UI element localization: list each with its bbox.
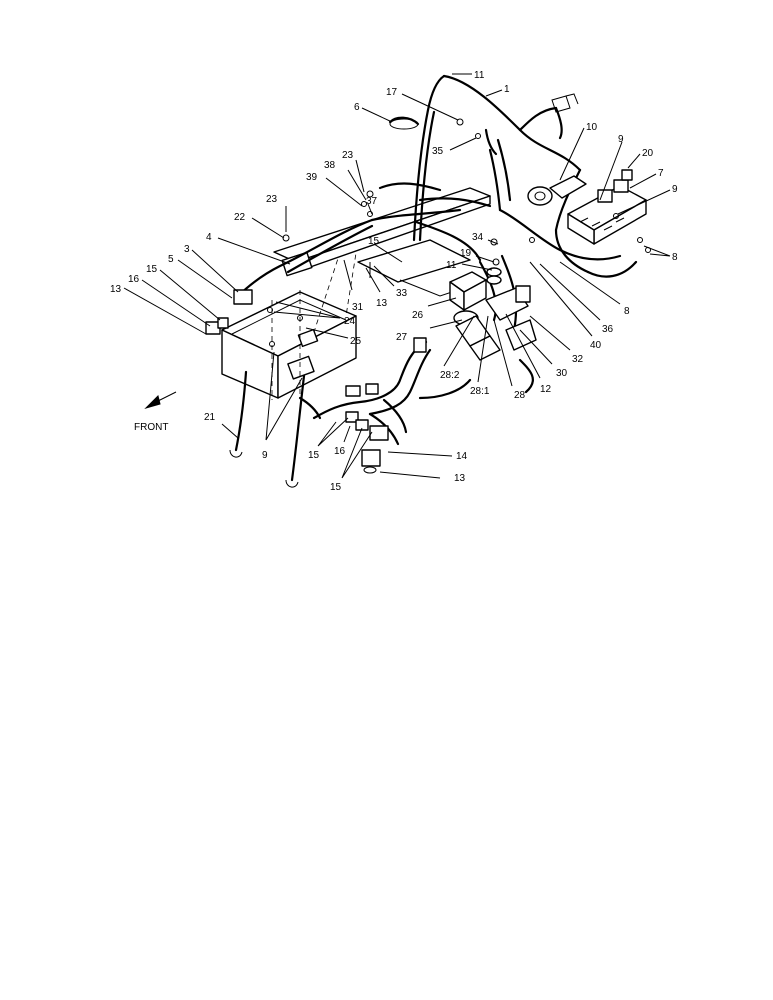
callout-15: 15 (308, 450, 320, 461)
callout-35: 35 (432, 146, 444, 157)
front-arrow: FRONT (134, 391, 177, 433)
callout-26: 26 (412, 310, 424, 321)
center-components (413, 267, 537, 361)
front-connectors (205, 289, 389, 474)
callout-8: 8 (624, 306, 630, 317)
callout-21: 21 (204, 412, 216, 423)
callout-17: 17 (386, 87, 398, 98)
callout-39: 39 (306, 172, 318, 183)
circuit-breaker-10 (527, 175, 587, 206)
callout-13: 13 (454, 473, 466, 484)
callout-36: 36 (602, 324, 614, 335)
callout-7: 7 (658, 168, 664, 179)
callout-15: 15 (146, 264, 158, 275)
callout-30: 30 (556, 368, 568, 379)
callout-1: 1 (504, 84, 510, 95)
callout-10: 10 (586, 122, 598, 133)
callout-9: 9 (672, 184, 678, 195)
callout-31: 31 (352, 302, 364, 313)
callout-11: 11 (446, 260, 457, 271)
fuse-relay-block (567, 169, 647, 245)
callout-33: 33 (396, 288, 408, 299)
callout-3: 3 (184, 244, 190, 255)
callout-22: 22 (234, 212, 246, 223)
callout-8: 8 (672, 252, 678, 263)
callout-9: 9 (262, 450, 268, 461)
leader-lines (123, 73, 671, 479)
callout-15: 15 (330, 482, 342, 493)
callout-11: 11 (474, 70, 485, 81)
front-label: FRONT (134, 422, 168, 433)
callout-27: 27 (396, 332, 408, 343)
callout-23: 23 (342, 150, 354, 161)
callout-37: 37 (366, 196, 378, 207)
callout-19: 19 (460, 248, 472, 259)
callout-6: 6 (354, 102, 360, 113)
callout-28-2: 28:2 (440, 370, 460, 381)
callout-15: 15 (368, 236, 380, 247)
callout-32: 32 (572, 354, 584, 365)
callout-9: 9 (618, 134, 624, 145)
callout-16: 16 (128, 274, 140, 285)
callout-25: 25 (350, 336, 362, 347)
callout-14: 14 (456, 451, 468, 462)
callout-16: 16 (334, 446, 346, 457)
callout-28: 28 (514, 390, 526, 401)
callout-4: 4 (206, 232, 212, 243)
callout-13: 13 (376, 298, 388, 309)
callout-12: 12 (540, 384, 552, 395)
callout-20: 20 (642, 148, 654, 159)
ground-cables (229, 370, 306, 488)
callout-28-1: 28:1 (470, 386, 490, 397)
callout-5: 5 (168, 254, 174, 265)
callout-34: 34 (472, 232, 484, 243)
callout-labels: 11 1 17 6 10 35 9 20 7 9 23 38 39 37 23 … (110, 70, 678, 493)
callout-24: 24 (344, 316, 356, 327)
callout-40: 40 (590, 340, 602, 351)
callout-38: 38 (324, 160, 336, 171)
callout-23: 23 (266, 194, 278, 205)
battery-box (221, 291, 357, 399)
callout-13: 13 (110, 284, 122, 295)
